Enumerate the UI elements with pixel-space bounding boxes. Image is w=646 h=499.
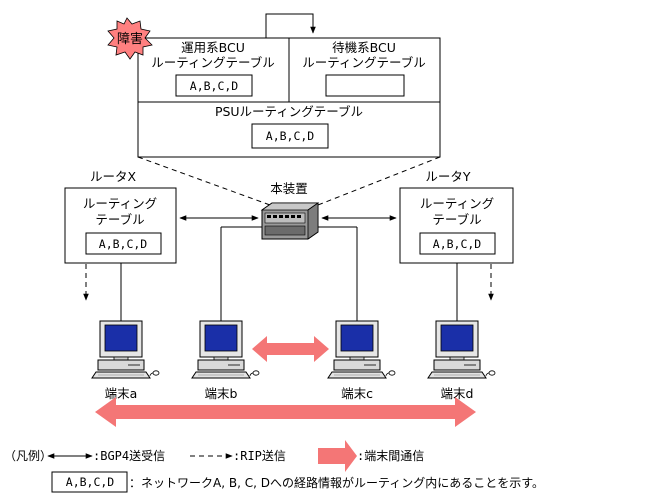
standby-bcu-route-box <box>325 74 405 97</box>
legend-bgp-label: :BGP4送受信 <box>93 448 165 463</box>
psu-routes: A,B,C,D <box>266 129 315 143</box>
router-x: ルータX ルーティング テーブル A,B,C,D <box>64 169 177 264</box>
terminal-d: 端末d <box>427 320 496 401</box>
psu: PSUルーティングテーブル A,B,C,D <box>215 104 363 149</box>
terminal-c-label: 端末c <box>341 386 373 401</box>
legend-rip-label: :RIP送信 <box>233 448 286 463</box>
router-y-line2: テーブル <box>432 212 481 227</box>
terminal-b: 端末b <box>191 320 260 401</box>
psu-title: PSUルーティングテーブル <box>215 104 363 119</box>
fault-burst-icon <box>107 17 153 60</box>
computer-icon <box>91 320 160 379</box>
legend-prefix: （凡例） <box>4 449 52 463</box>
active-bcu-routes: A,B,C,D <box>190 79 239 93</box>
router-y: ルータY ルーティング テーブル A,B,C,D <box>399 169 514 264</box>
computer-icon <box>427 320 496 379</box>
router-y-title: ルータY <box>425 169 471 184</box>
active-bcu-subtitle: ルーティングテーブル <box>151 55 275 70</box>
terminal-a: 端末a <box>91 320 160 401</box>
terminal-traffic-arrow-b-c <box>252 336 329 362</box>
router-x-title: ルータX <box>90 169 137 184</box>
router-x-route-box <box>85 232 162 255</box>
router-y-routes: A,B,C,D <box>433 237 482 251</box>
fault-label: 障害 <box>117 31 143 47</box>
failover-arrow <box>265 13 316 38</box>
computer-icon <box>327 320 396 379</box>
legend-box-desc: ：ネットワークA, B, C, Dへの経路情報がルーティング内にあることを示す。 <box>129 475 544 490</box>
standby-bcu-subtitle: ルーティングテーブル <box>302 55 426 70</box>
router-y-route-box <box>419 232 496 255</box>
legend-box-sample: A,B,C,D <box>66 475 115 489</box>
active-bcu-route-box <box>175 74 253 97</box>
terminal-traffic-arrow-a-d <box>95 397 476 427</box>
legend-route-box <box>51 471 128 493</box>
active-bcu: 運用系BCU ルーティングテーブル A,B,C,D <box>151 40 275 97</box>
fault-badge: 障害 <box>107 17 153 60</box>
terminal-d-label: 端末d <box>441 386 474 401</box>
switch-icon <box>260 202 320 240</box>
router-x-line2: テーブル <box>95 212 144 227</box>
main-device: 本装置 <box>260 181 320 240</box>
projection-line-left <box>137 156 271 206</box>
legend-term-label: :端末間通信 <box>357 449 424 463</box>
terminal-c: 端末c <box>327 320 396 401</box>
active-bcu-title: 運用系BCU <box>181 40 245 55</box>
router-y-line1: ルーティング <box>420 196 494 211</box>
legend-terminal-arrow <box>318 440 357 472</box>
router-x-line1: ルーティング <box>83 196 157 211</box>
projection-line-right <box>317 156 441 206</box>
terminal-b-label: 端末b <box>205 386 238 401</box>
device-label: 本装置 <box>270 181 308 196</box>
terminal-a-label: 端末a <box>105 386 138 401</box>
computer-icon <box>191 320 260 379</box>
standby-bcu: 待機系BCU ルーティングテーブル <box>302 40 426 97</box>
psu-route-box <box>251 123 329 149</box>
standby-bcu-title: 待機系BCU <box>332 40 396 55</box>
router-x-routes: A,B,C,D <box>99 237 148 251</box>
legend: （凡例） :BGP4送受信 :RIP送信 :端末間通信 A,B,C,D ：ネット… <box>4 440 544 493</box>
